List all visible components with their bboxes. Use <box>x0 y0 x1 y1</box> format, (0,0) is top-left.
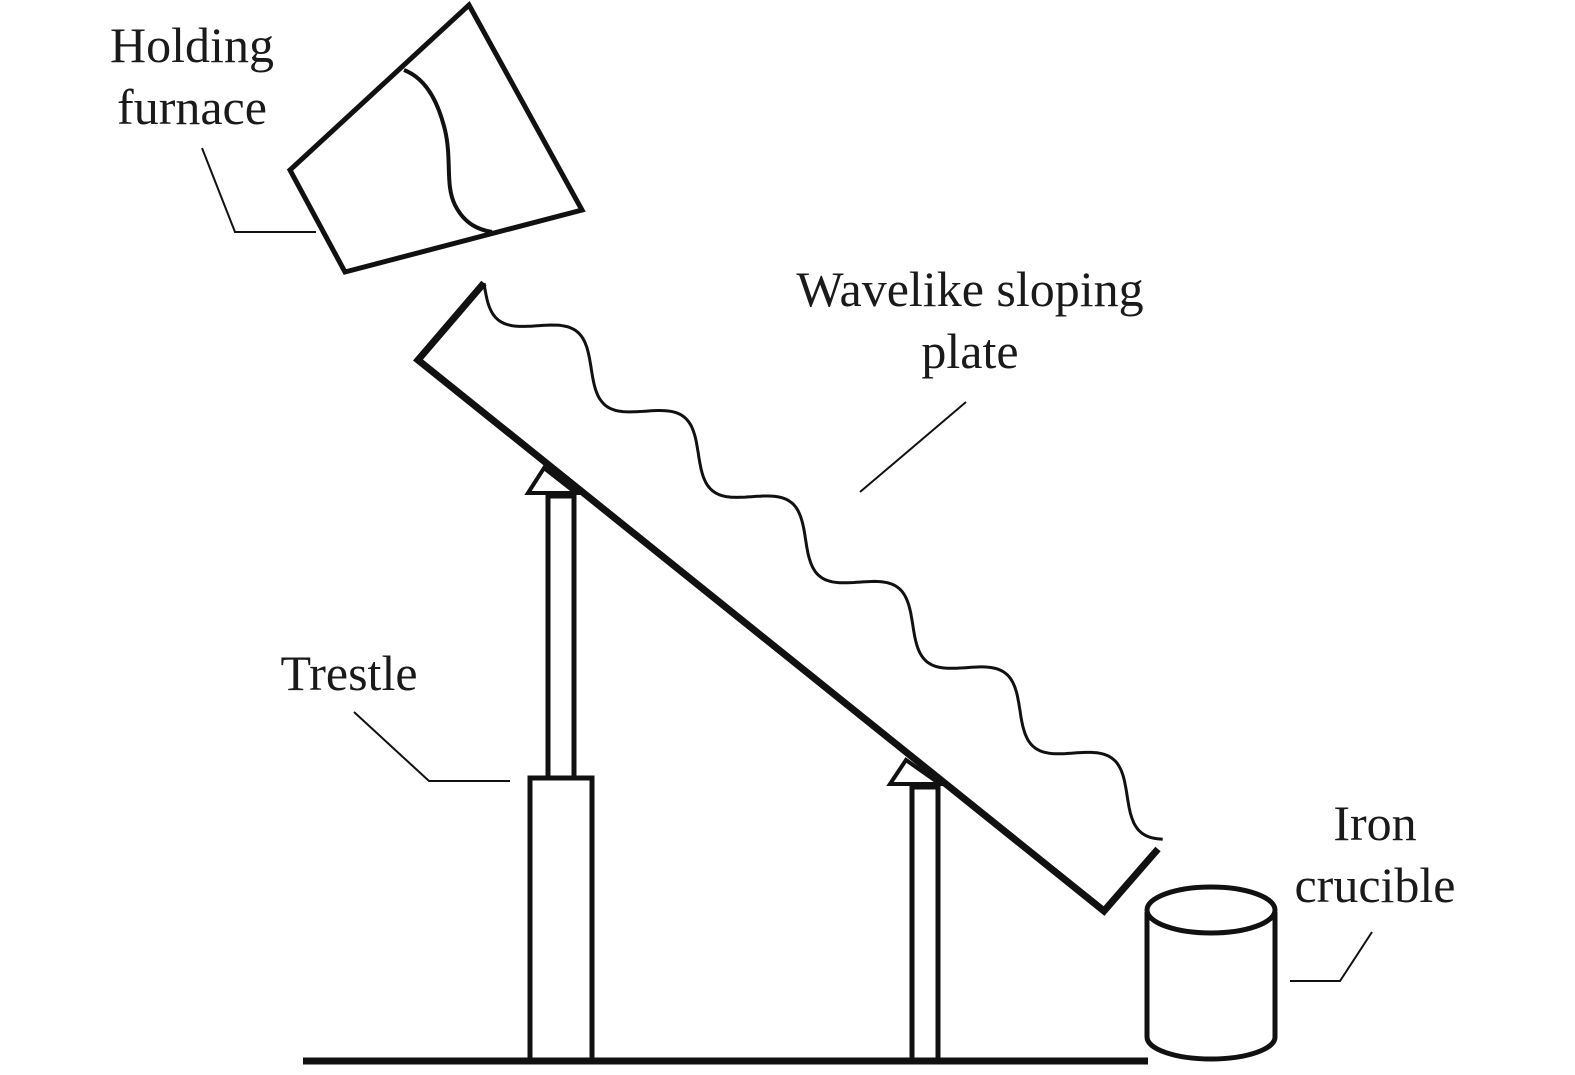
iron-crucible <box>1144 884 1278 1062</box>
iron-crucible-leader <box>1290 931 1373 982</box>
trestle-left-pivot <box>524 465 582 495</box>
trestle-right-pivot <box>886 757 947 786</box>
holding-furnace-melt-line <box>403 68 493 234</box>
trestle-left-post <box>545 493 577 781</box>
sloping-plate-leader <box>859 401 967 493</box>
holding-furnace-label: Holding furnace <box>110 17 274 135</box>
holding-furnace-body <box>286 1 586 275</box>
trestle-right-post <box>909 784 941 1064</box>
holding-furnace-leader <box>201 147 316 233</box>
sloping-plate-edge <box>412 280 1161 916</box>
iron-crucible-label: Iron crucible <box>1294 795 1456 913</box>
trestle-left-base <box>527 775 595 1064</box>
wavelike-plate-label: Wavelike sloping plate <box>796 261 1144 379</box>
sloping-plate-wave <box>482 282 1163 841</box>
trestle-leader <box>353 711 510 782</box>
trestle-label: Trestle <box>280 645 418 701</box>
